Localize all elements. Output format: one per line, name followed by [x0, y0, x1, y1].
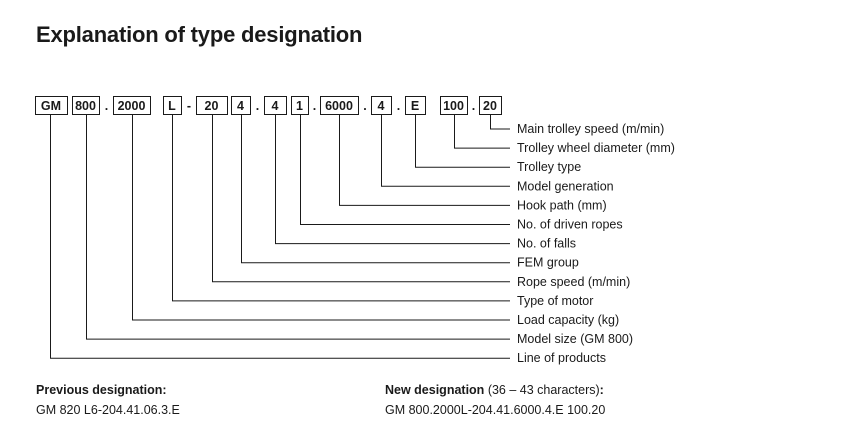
- code-segment: 4: [371, 96, 392, 115]
- segment-label: Rope speed (m/min): [517, 275, 630, 289]
- leader-line: [381, 115, 510, 187]
- code-segment-text: 800: [75, 99, 96, 113]
- code-separator: .: [313, 99, 316, 113]
- code-segment: 4: [264, 96, 287, 115]
- leader-lines: [50, 115, 510, 359]
- code-separator: .: [363, 99, 366, 113]
- code-segment-text: 1: [296, 99, 303, 113]
- code-segment: 100: [440, 96, 468, 115]
- leader-line: [490, 115, 510, 130]
- code-segment: L: [163, 96, 182, 115]
- segment-label: Trolley type: [517, 160, 581, 174]
- code-segment-box: [72, 96, 100, 115]
- code-segment: E: [405, 96, 426, 115]
- previous-designation-heading: Previous designation:: [36, 383, 167, 397]
- code-segment-box: [320, 96, 359, 115]
- previous-designation-value: GM 820 L6-204.41.06.3.E: [36, 403, 180, 417]
- new-designation-note: (36 – 43 characters): [487, 383, 600, 397]
- leader-line: [454, 115, 510, 149]
- code-segment-text: 4: [272, 99, 279, 113]
- segment-label: Model generation: [517, 179, 614, 193]
- new-designation-colon: :: [599, 383, 604, 397]
- code-segment-text: 2000: [118, 99, 146, 113]
- leader-line: [339, 115, 510, 206]
- code-segment-box: [405, 96, 426, 115]
- code-segment-text: 20: [205, 99, 219, 113]
- code-separator: .: [256, 99, 259, 113]
- code-segment-box: [440, 96, 468, 115]
- leader-line: [415, 115, 510, 168]
- segment-label: Model size (GM 800): [517, 332, 633, 346]
- code-segment-text: 100: [443, 99, 464, 113]
- segment-label: Type of motor: [517, 294, 593, 308]
- code-segment: 4: [231, 96, 251, 115]
- leader-line: [212, 115, 510, 283]
- segment-labels: Main trolley speed (m/min) Trolley wheel …: [517, 122, 675, 365]
- code-segment-box: [291, 96, 309, 115]
- new-designation-heading: New designation: [385, 383, 485, 397]
- type-designation-diagram: GM 800 2000 L 20 4 4 1 6000 4 E 100 20 . -..... Main …: [35, 96, 675, 365]
- code-segments: GM 800 2000 L 20 4 4 1 6000 4 E 100 20: [35, 96, 502, 115]
- page-title: Explanation of type designation: [36, 22, 363, 47]
- segment-label: Load capacity (kg): [517, 313, 619, 327]
- new-designation-value: GM 800.2000L-204.41.6000.4.E 100.20: [385, 403, 606, 417]
- code-segment-text: L: [168, 99, 176, 113]
- code-segment-box: [163, 96, 182, 115]
- code-separator: -: [187, 99, 191, 113]
- code-segment: 800: [72, 96, 100, 115]
- code-segment-box: [264, 96, 287, 115]
- leader-line: [300, 115, 510, 225]
- code-segment-text: 4: [237, 99, 244, 113]
- code-segment-box: [196, 96, 228, 115]
- code-segment-text: 4: [378, 99, 385, 113]
- new-designation: New designation (36 – 43 characters): GM…: [385, 380, 605, 420]
- leader-line: [86, 115, 510, 340]
- code-segment-box: [479, 96, 502, 115]
- segment-label: No. of falls: [517, 237, 576, 251]
- code-segment: GM: [35, 96, 68, 115]
- code-segment-text: GM: [41, 99, 61, 113]
- code-segment-text: 6000: [325, 99, 353, 113]
- segment-label: Main trolley speed (m/min): [517, 122, 664, 136]
- leader-line: [50, 115, 510, 359]
- code-segment: 20: [196, 96, 228, 115]
- previous-designation: Previous designation: GM 820 L6-204.41.0…: [36, 380, 180, 420]
- code-segment-box: [35, 96, 68, 115]
- segment-label: No. of driven ropes: [517, 218, 623, 232]
- code-segment: 20: [479, 96, 502, 115]
- code-separator: .: [472, 99, 475, 113]
- segment-label: Trolley wheel diameter (mm): [517, 141, 675, 155]
- leader-line: [275, 115, 510, 245]
- code-segment-box: [113, 96, 151, 115]
- leader-line: [172, 115, 510, 302]
- segment-label: Line of products: [517, 351, 606, 365]
- leader-line: [241, 115, 510, 264]
- code-segment: 2000: [113, 96, 151, 115]
- leader-line: [132, 115, 510, 321]
- code-segment-text: E: [411, 99, 419, 113]
- code-segment: 1: [291, 96, 309, 115]
- segment-label: Hook path (mm): [517, 198, 607, 212]
- code-segment: 6000: [320, 96, 359, 115]
- code-segment-text: 20: [483, 99, 497, 113]
- code-segment-box: [231, 96, 251, 115]
- code-separator: .: [397, 99, 400, 113]
- code-segment-box: [371, 96, 392, 115]
- code-separators: . -.....: [105, 99, 475, 113]
- code-separator: .: [105, 99, 108, 113]
- segment-label: FEM group: [517, 256, 579, 270]
